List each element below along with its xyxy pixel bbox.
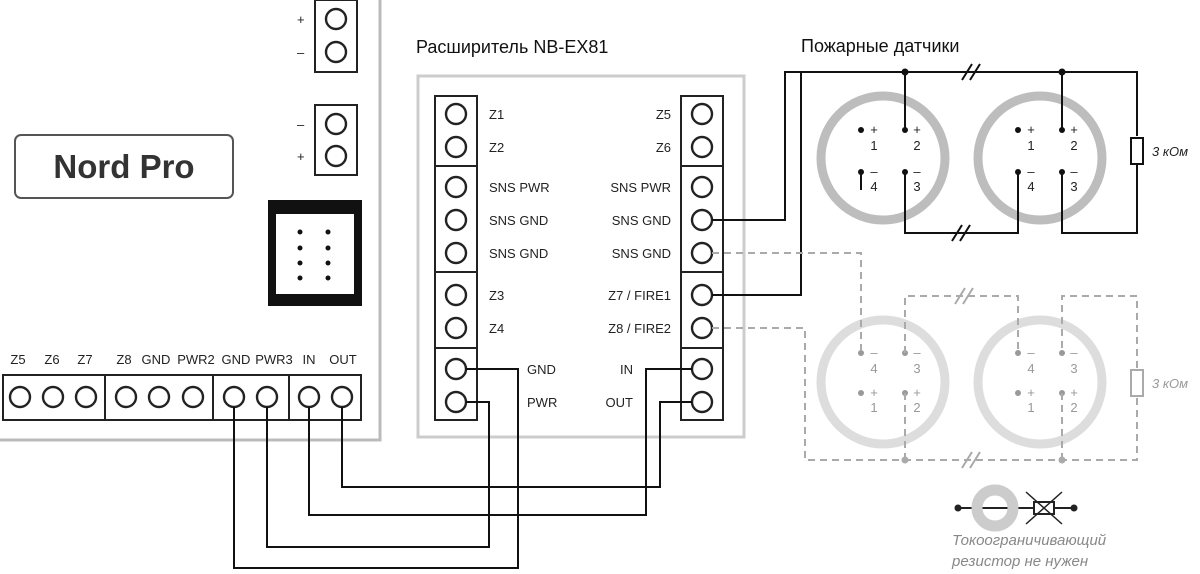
ctrl-label-out: OUT	[329, 352, 357, 367]
bottom-wire-breaks	[954, 287, 981, 469]
b2-sign-2: +	[1070, 385, 1078, 400]
b2-sign-1: +	[1027, 385, 1035, 400]
top-terminal-2-sign-a: –	[297, 117, 305, 132]
ctrl-label-gnd: GND	[142, 352, 171, 367]
sensors-title: Пожарные датчики	[801, 36, 959, 56]
ext-right-sns-pwr: SNS PWR	[610, 180, 671, 195]
ext-left-gnd: GND	[527, 362, 556, 377]
resistor-bottom	[1130, 369, 1144, 397]
b2-num-3: 3	[1070, 361, 1077, 376]
b1-num-2: 2	[913, 400, 920, 415]
b2-num-2: 2	[1070, 400, 1077, 415]
s1-sign-4: –	[870, 164, 878, 179]
s2-num-2: 2	[1070, 138, 1077, 153]
extender-right-terminals	[680, 95, 724, 421]
b2-sign-4: –	[1027, 345, 1035, 360]
s1-sign-3: –	[913, 164, 921, 179]
top-terminal-1-sign-b: –	[297, 45, 305, 60]
sensor-bottom-2	[973, 315, 1107, 449]
s1-num-1: 1	[870, 138, 877, 153]
b2-sign-3: –	[1070, 345, 1078, 360]
ctrl-label-z5: Z5	[10, 352, 25, 367]
s1-num-3: 3	[913, 179, 920, 194]
ext-left-z2: Z2	[489, 140, 504, 155]
sensor-top-2	[973, 91, 1107, 225]
ctrl-label-gnd2: GND	[222, 352, 251, 367]
wire-junctions-bottom	[901, 456, 1066, 464]
ext-right-in: IN	[620, 362, 633, 377]
s2-sign-2: +	[1070, 122, 1078, 137]
ext-right-sns-gnd-2: SNS GND	[612, 246, 671, 261]
sensor-top-wires	[712, 63, 1138, 296]
top-terminal-2-sign-b: +	[297, 149, 305, 164]
ext-right-z7-fire1: Z7 / FIRE1	[608, 288, 671, 303]
s2-sign-3: –	[1070, 164, 1078, 179]
ctrl-label-in: IN	[303, 352, 316, 367]
board-connector	[268, 200, 362, 306]
note-line-2: резистор не нужен	[951, 553, 1088, 570]
s2-sign-1: +	[1027, 122, 1035, 137]
resistor-bottom-label: 3 кОм	[1152, 376, 1188, 391]
no-resistor-symbol	[954, 484, 1078, 532]
ext-left-sns-gnd-1: SNS GND	[489, 213, 548, 228]
b1-sign-4: –	[870, 345, 878, 360]
b2-num-4: 4	[1027, 361, 1034, 376]
b1-num-4: 4	[870, 361, 877, 376]
ctrl-label-pwr2: PWR2	[177, 352, 215, 367]
note-line-1: Токоограничивающий	[952, 532, 1107, 549]
b1-sign-3: –	[913, 345, 921, 360]
sensor-top-1	[816, 91, 950, 225]
top-terminal-block-1	[314, 0, 358, 73]
wire-junctions-top	[901, 68, 1066, 76]
s1-sign-1: +	[870, 122, 878, 137]
s2-num-4: 4	[1027, 179, 1034, 194]
b1-num-3: 3	[913, 361, 920, 376]
sensor-bottom-1	[816, 315, 950, 449]
nord-pro-logo: Nord Pro	[53, 148, 194, 185]
ext-right-z5: Z5	[656, 107, 671, 122]
controller-extender-wires	[233, 368, 692, 569]
ext-right-sns-gnd-1: SNS GND	[612, 213, 671, 228]
s1-num-2: 2	[913, 138, 920, 153]
ext-left-z1: Z1	[489, 107, 504, 122]
ctrl-label-pwr3: PWR3	[255, 352, 293, 367]
extender-left-terminals	[434, 95, 478, 421]
sensor-bottom-wires	[712, 252, 1138, 461]
ext-left-sns-gnd-2: SNS GND	[489, 246, 548, 261]
controller-board	[0, 0, 382, 442]
extender-title: Расширитель NB-EX81	[416, 37, 608, 57]
nord-pro-logo-box	[14, 134, 234, 199]
s2-sign-4: –	[1027, 164, 1035, 179]
ext-right-z8-fire2: Z8 / FIRE2	[608, 321, 671, 336]
ext-right-out: OUT	[606, 395, 634, 410]
top-terminal-1-sign-a: +	[297, 12, 305, 27]
top-terminal-block-2	[314, 104, 358, 176]
b1-num-1: 1	[870, 400, 877, 415]
ctrl-label-z6: Z6	[44, 352, 59, 367]
s1-num-4: 4	[870, 179, 877, 194]
b2-num-1: 1	[1027, 400, 1034, 415]
controller-terminal-block	[2, 374, 362, 421]
s2-num-3: 3	[1070, 179, 1077, 194]
s2-num-1: 1	[1027, 138, 1034, 153]
ctrl-label-z7: Z7	[77, 352, 92, 367]
b1-sign-2: +	[913, 385, 921, 400]
ext-left-sns-pwr: SNS PWR	[489, 180, 550, 195]
b1-sign-1: +	[870, 385, 878, 400]
ext-left-z4: Z4	[489, 321, 504, 336]
ext-left-pwr: PWR	[527, 395, 557, 410]
resistor-top-label: 3 кОм	[1152, 144, 1188, 159]
resistor-top	[1130, 137, 1144, 165]
ext-left-z3: Z3	[489, 288, 504, 303]
ext-right-z6: Z6	[656, 140, 671, 155]
s1-sign-2: +	[913, 122, 921, 137]
ctrl-label-z8: Z8	[116, 352, 131, 367]
